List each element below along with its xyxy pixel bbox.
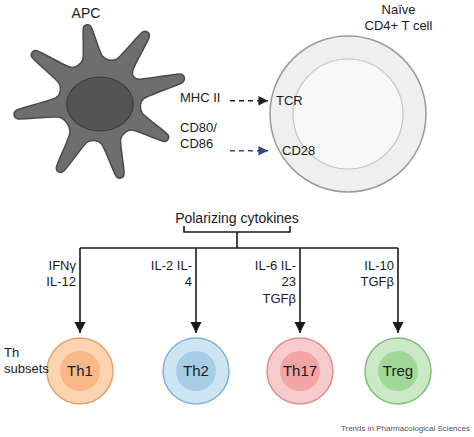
- cell-membrane: [267, 338, 333, 404]
- cell-title: APC: [66, 5, 106, 22]
- cell-membrane: [163, 338, 229, 404]
- subset-name: Th1: [46, 337, 114, 405]
- branch-arrow: [79, 248, 81, 333]
- th-subset-circle: Th1: [46, 337, 114, 405]
- row-title: Th subsets: [4, 345, 54, 378]
- branch-arrow: [299, 248, 301, 333]
- branch-arrow: [195, 248, 197, 333]
- cell-membrane: [365, 338, 431, 404]
- th-subset-circle: Th17: [266, 337, 334, 405]
- stem-line: [236, 232, 238, 248]
- dendritic-cell-body: [14, 25, 184, 178]
- binding-arrow: [230, 150, 268, 152]
- molecule-label: CD80/ CD86: [180, 120, 222, 151]
- cytokine-list: IL-6 IL-23 TGFβ: [254, 258, 296, 307]
- cytokine-list: IFNγ IL-12: [30, 258, 76, 291]
- cytokine-list: IL-10 TGFβ: [350, 258, 394, 291]
- cell-title: Naïve CD4+ T cell: [364, 2, 433, 33]
- cytokine-list: IL-2 IL-4: [148, 258, 192, 291]
- group-title: Polarizing cytokines: [157, 210, 317, 228]
- branch-line: [80, 247, 398, 249]
- subset-name: Th2: [162, 337, 230, 405]
- nucleus: [67, 77, 133, 131]
- t-cell: Naïve CD4+ T cellTCR CD28: [268, 2, 468, 196]
- bracket: [184, 226, 290, 232]
- branch-arrow: [397, 248, 399, 333]
- molecule-label: MHC II: [180, 90, 230, 106]
- cell-membrane: [47, 338, 113, 404]
- th-subset-circle: Treg: [364, 337, 432, 405]
- subset-name: Th17: [266, 337, 334, 405]
- antigen-presenting-cell: APC MHC II CD80/ CD86: [8, 2, 230, 184]
- th-subset-circle: Th2: [162, 337, 230, 405]
- cell-membrane: [270, 36, 426, 192]
- binding-arrow: [230, 100, 268, 102]
- receptor-label: TCR: [276, 93, 316, 109]
- watermark: Trends in Pharmacological Sciences: [274, 424, 470, 434]
- receptor-label: CD28: [282, 143, 322, 159]
- subset-name: Treg: [364, 337, 432, 405]
